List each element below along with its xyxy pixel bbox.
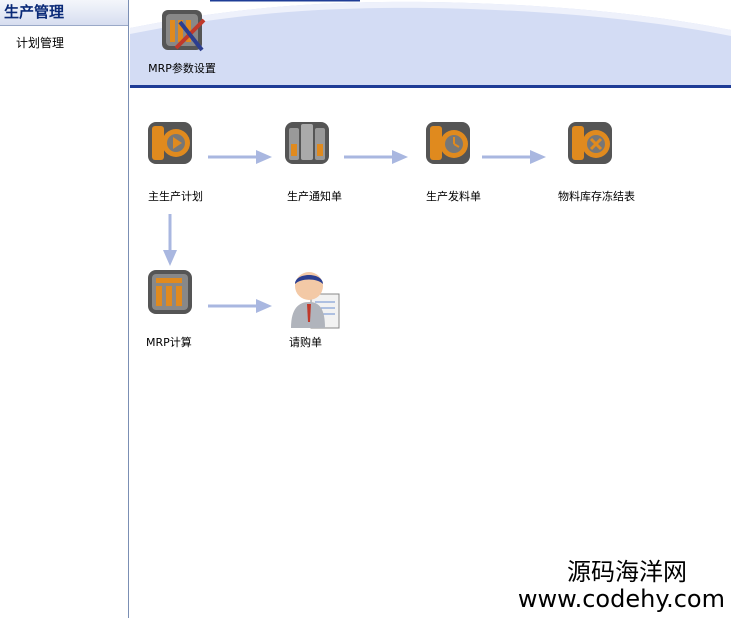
mrp-settings-button[interactable]: MRP参数设置 xyxy=(146,6,218,76)
workflow-node-mrp-calc[interactable]: MRP计算 xyxy=(146,266,226,356)
notification-gear-icon xyxy=(285,122,329,164)
node-label: 请购单 xyxy=(289,336,322,349)
play-gear-icon xyxy=(148,122,192,164)
watermark-url: www.codehy.com xyxy=(517,585,725,613)
arrow-down-icon xyxy=(163,214,177,266)
banner-divider xyxy=(130,85,731,88)
workflow-node-production-notice[interactable]: 生产通知单 xyxy=(283,118,363,208)
settings-gear-icon xyxy=(162,10,206,52)
node-label: 生产通知单 xyxy=(287,190,342,203)
mrp-settings-label: MRP参数设置 xyxy=(148,62,216,75)
workflow-node-material-issue[interactable]: 生产发料单 xyxy=(424,118,504,208)
top-banner xyxy=(130,0,731,85)
sidebar-item-plan-management[interactable]: 计划管理 xyxy=(16,36,65,50)
calculator-gear-icon xyxy=(148,270,192,314)
workflow-node-master-production-plan[interactable]: 主生产计划 xyxy=(146,118,226,208)
arrow-right-icon xyxy=(208,150,272,164)
sidebar: 生产管理 计划管理 xyxy=(0,0,129,618)
node-label: 主生产计划 xyxy=(148,190,203,203)
node-label: 生产发料单 xyxy=(426,190,481,203)
workflow-node-inventory-freeze[interactable]: 物料库存冻结表 xyxy=(556,118,656,208)
x-gear-icon xyxy=(568,122,612,164)
arrow-right-icon xyxy=(208,299,272,313)
clock-gear-icon xyxy=(426,122,470,164)
arrow-right-icon xyxy=(344,150,408,164)
watermark-cn: 源码海洋网 xyxy=(567,558,687,586)
watermark: 源码海洋网 www.codehy.com xyxy=(518,558,725,612)
workflow-node-purchase-request[interactable]: 请购单 xyxy=(283,266,363,356)
sidebar-title: 生产管理 xyxy=(0,0,128,26)
node-label: 物料库存冻结表 xyxy=(558,190,635,203)
user-document-icon xyxy=(291,272,340,329)
banner-wave-decoration xyxy=(130,0,731,85)
node-label: MRP计算 xyxy=(146,336,192,349)
arrow-right-icon xyxy=(482,150,546,164)
